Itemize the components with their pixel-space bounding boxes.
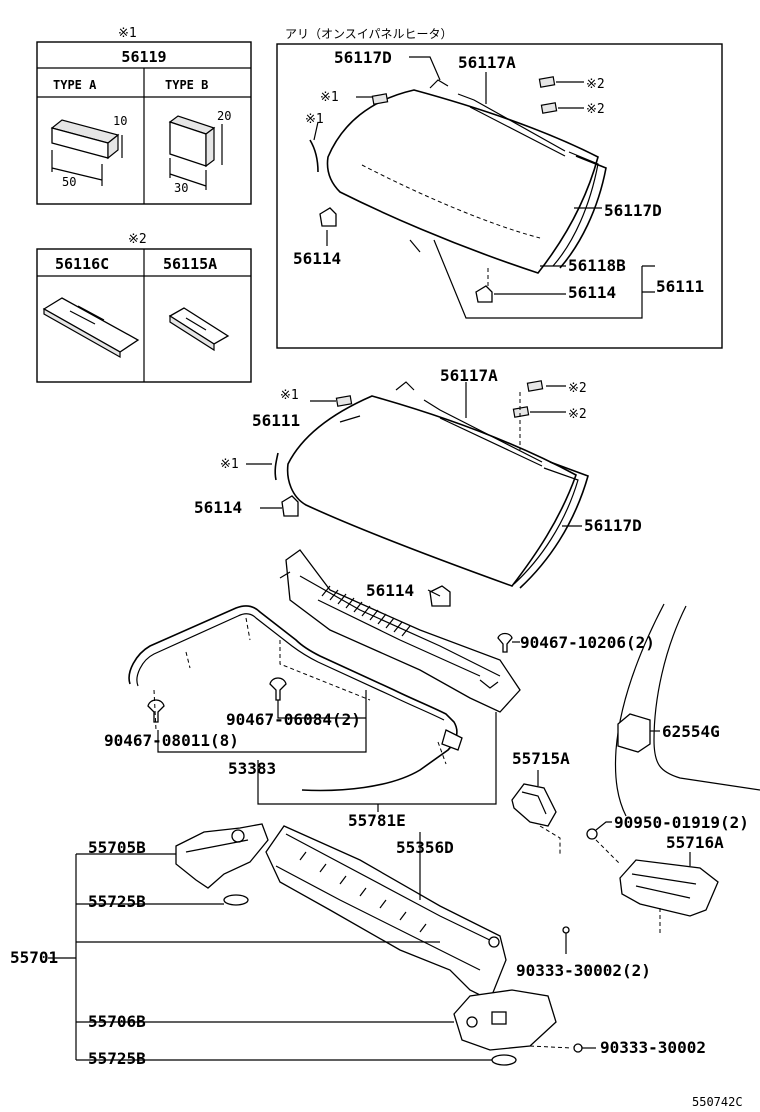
- pad-56115a-drawing: [168, 307, 230, 352]
- label-90333-30002-pair: 90333-30002(2): [516, 961, 651, 980]
- label-90467-06084: 90467-06084(2): [226, 710, 361, 729]
- spacer-type-b-height: 20: [217, 109, 231, 123]
- bracket-55705b: [175, 823, 269, 889]
- heater-label-56117d-side: 56117D: [604, 201, 662, 220]
- label-56114-left: 56114: [194, 498, 242, 517]
- label-note2-b: ※2: [568, 407, 587, 422]
- pad-note-mark: ※2: [128, 232, 147, 247]
- heater-label-56111: 56111: [656, 277, 704, 296]
- spacer-type-inset: ※1 56119 TYPE A TYPE B 10 50: [36, 26, 252, 205]
- heater-label-note1-b: ※1: [305, 112, 324, 127]
- label-90950-01919: 90950-01919(2): [614, 813, 749, 832]
- label-53383: 53383: [228, 759, 276, 778]
- heater-label-56118b: 56118B: [568, 256, 626, 275]
- label-56111: 56111: [252, 411, 300, 430]
- spacer-type-b-drawing: [168, 115, 223, 190]
- clip-90467-10206: [497, 632, 513, 653]
- bolt-90333-30002-pair: [562, 926, 570, 934]
- heater-label-56117d-top: 56117D: [334, 48, 392, 67]
- label-55701: 55701: [10, 948, 58, 967]
- label-55715a: 55715A: [512, 749, 570, 768]
- body-pillar-outline: [614, 603, 665, 817]
- cowl-louver-panel: [285, 549, 521, 713]
- label-90467-10206: 90467-10206(2): [520, 633, 655, 652]
- heater-inset-frame: [276, 43, 723, 349]
- label-55725b-bottom: 55725B: [88, 1049, 146, 1068]
- label-90467-08011: 90467-08011(8): [104, 731, 239, 750]
- spacer-type-a-label: TYPE A: [53, 78, 97, 92]
- label-55716a: 55716A: [666, 833, 724, 852]
- cowl-assembly: 90467-10206(2) 90467-06084(2) 90467-0801…: [104, 549, 655, 812]
- label-55706b: 55706B: [88, 1012, 146, 1031]
- label-62554g: 62554G: [662, 722, 720, 741]
- bracket-55715a: [511, 783, 557, 827]
- weatherstrip-53383: [128, 605, 458, 792]
- clip-90467-08011: [147, 699, 165, 723]
- bolt-90333-30002: [573, 1043, 583, 1053]
- heater-clip-left: [319, 207, 337, 227]
- label-note2-a: ※2: [568, 381, 587, 396]
- plate-55725b-top: [223, 894, 249, 906]
- heater-clip-bottom: [475, 285, 493, 303]
- main-windshield-assembly: 56117A ※2 ※2 ※1 56111 ※1 56114 56117D 56…: [194, 366, 642, 607]
- heater-inset-title: アリ（オンスイパネルヒータ）: [285, 27, 453, 41]
- heater-label-note2-b: ※2: [586, 102, 605, 117]
- label-55725b-top: 55725B: [88, 892, 146, 911]
- label-55705b: 55705B: [88, 838, 146, 857]
- label-55356d: 55356D: [396, 838, 454, 857]
- heater-label-56114-bottom: 56114: [568, 283, 616, 302]
- reference-code: 550742C: [692, 1095, 743, 1109]
- spacer-note-mark: ※1: [118, 26, 137, 41]
- label-56117d: 56117D: [584, 516, 642, 535]
- heater-label-56117a: 56117A: [458, 53, 516, 72]
- heater-label-56114-left: 56114: [293, 249, 341, 268]
- label-note1-a: ※1: [280, 388, 299, 403]
- label-90333-30002: 90333-30002: [600, 1038, 706, 1057]
- spacer-part-number: 56119: [121, 48, 166, 66]
- heater-windshield-inset: アリ（オンスイパネルヒータ） 56117D 56117A ※2: [276, 27, 723, 349]
- windshield-glass: [286, 395, 577, 587]
- pad-left-part-number: 56116C: [55, 255, 109, 273]
- heater-windshield-glass: [326, 89, 599, 274]
- pad-62554g: [617, 713, 651, 753]
- clip-90467-06084: [269, 677, 287, 701]
- pad-right-part-number: 56115A: [163, 255, 217, 273]
- label-56117a: 56117A: [440, 366, 498, 385]
- pad-56116c-drawing: [42, 297, 140, 359]
- label-55781e: 55781E: [348, 811, 406, 830]
- plate-55725b-bottom: [491, 1054, 517, 1066]
- cowl-panel-group: 55781E 55356D 55705B 55725B 55701 90: [10, 811, 706, 1068]
- pad-inset: ※2 56116C 56115A: [36, 232, 252, 383]
- cowl-panel-55356d: [265, 825, 507, 1001]
- grommet-90950-01919: [586, 828, 598, 840]
- label-56114-mid: 56114: [366, 581, 414, 600]
- bracket-55716a: [619, 859, 719, 917]
- spacer-type-a-width: 50: [62, 175, 76, 189]
- spacer-type-b-width: 30: [174, 181, 188, 195]
- label-note1-b: ※1: [220, 457, 239, 472]
- heater-label-note2-a: ※2: [586, 77, 605, 92]
- heater-label-note1-a: ※1: [320, 90, 339, 105]
- spacer-type-a-height: 10: [113, 114, 127, 128]
- spacer-type-a-drawing: [50, 119, 123, 186]
- spacer-type-b-label: TYPE B: [165, 78, 208, 92]
- windshield-clip-left: [281, 495, 299, 517]
- body-side-parts: 62554G 55715A 90950-01919(2) 55716A: [511, 603, 760, 934]
